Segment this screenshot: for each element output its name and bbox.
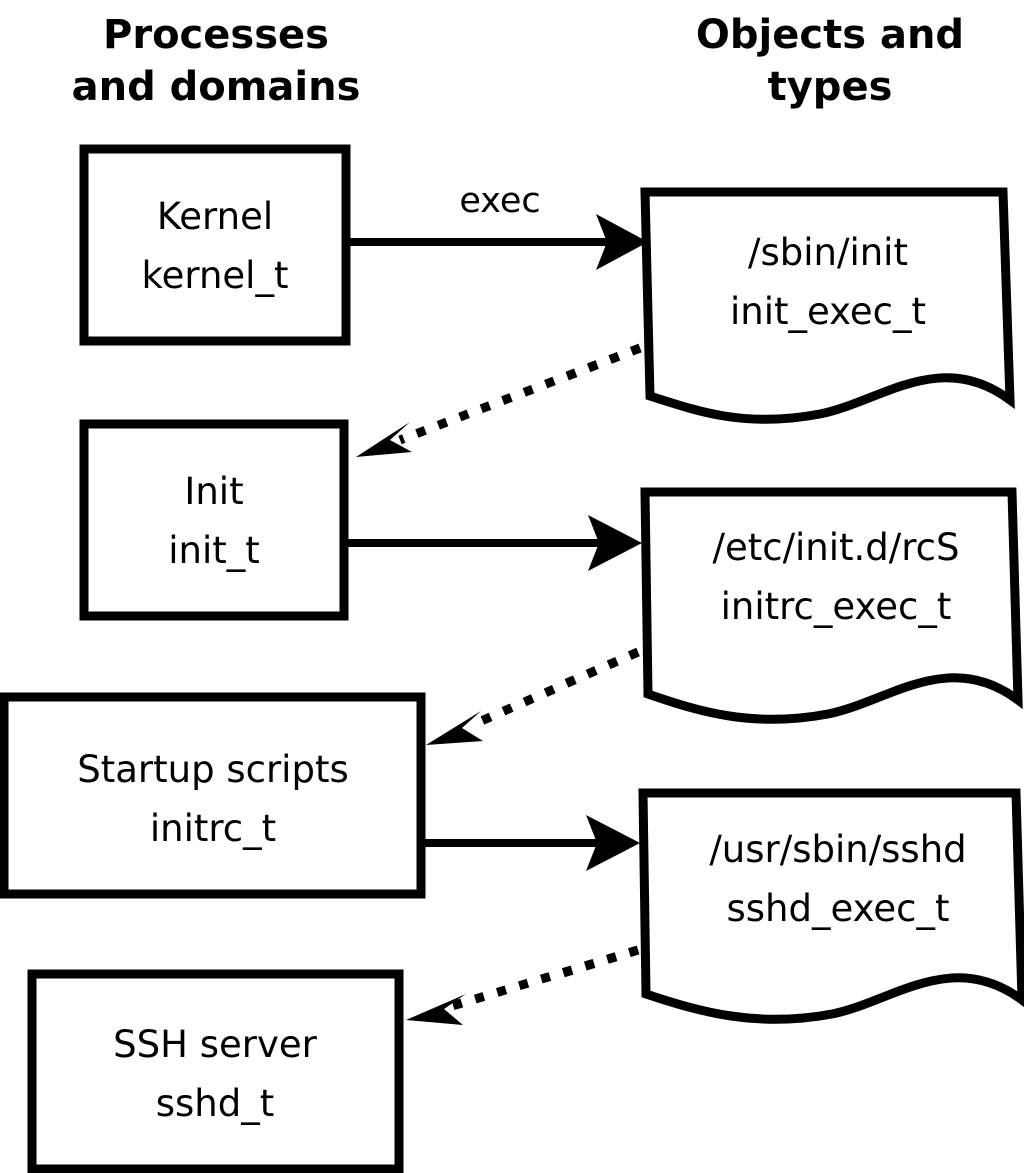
edge-init_exec-transition-init: [356, 343, 642, 457]
edge-label-exec: exec: [459, 181, 540, 221]
edge-overlay-initrc_exec: [558, 647, 640, 691]
edge-line-sshd_exec-to-sshd: [450, 945, 640, 1011]
arrowhead-kernel-to-init_exec: [596, 214, 648, 270]
object-node-initrc_exec-document-shape[interactable]: [640, 487, 1023, 724]
edge-overlay-sshd_exec: [558, 945, 640, 979]
process-node-sshd-line1: SSH server: [113, 1023, 317, 1066]
process-node-initrc[interactable]: Startup scripts initrc_t: [0, 692, 426, 899]
process-node-sshd-box[interactable]: [27, 969, 404, 1173]
column-header-processes: Processes and domains: [72, 12, 361, 110]
arrowhead-sshd_exec-to-sshd: [406, 994, 466, 1025]
object-node-sshd_exec-document-shape[interactable]: [638, 788, 1024, 1024]
process-node-init-line2: init_t: [168, 529, 260, 572]
column-header-processes-line1: Processes: [103, 12, 329, 58]
object-node-init_exec[interactable]: /sbin/init init_exec_t: [640, 187, 1015, 424]
arrowhead-init-to-initrc_exec: [588, 515, 642, 571]
process-node-sshd-line2: sshd_t: [156, 1082, 275, 1125]
object-node-sshd_exec-line1: /usr/sbin/sshd: [709, 828, 966, 871]
process-node-kernel[interactable]: Kernel kernel_t: [79, 144, 351, 346]
process-node-sshd[interactable]: SSH server sshd_t: [27, 969, 404, 1173]
process-node-init[interactable]: Init init_t: [79, 419, 349, 621]
object-node-init_exec-line1: /sbin/init: [748, 231, 908, 274]
column-header-objects-line1: Objects and: [696, 12, 964, 58]
object-node-sshd_exec-line2: sshd_exec_t: [727, 887, 950, 930]
object-node-init_exec-document-shape[interactable]: [640, 187, 1015, 424]
edge-overlay-init_exec: [558, 343, 642, 384]
process-node-kernel-line1: Kernel: [157, 195, 273, 238]
process-node-initrc-line1: Startup scripts: [77, 748, 348, 791]
arrowhead-initrc-to-sshd_exec: [586, 815, 640, 871]
process-node-initrc-line2: initrc_t: [150, 807, 276, 850]
object-node-sshd_exec[interactable]: /usr/sbin/sshd sshd_exec_t: [638, 788, 1024, 1024]
edge-overlay-group: [558, 343, 642, 979]
object-node-initrc_exec-line1: /etc/init.d/rcS: [712, 526, 959, 569]
edge-kernel-exec-init_exec: exec: [350, 181, 648, 270]
process-node-init-line1: Init: [184, 470, 243, 513]
process-node-initrc-box[interactable]: [0, 692, 426, 899]
process-node-kernel-line2: kernel_t: [142, 254, 289, 297]
column-header-objects-line2: types: [768, 64, 893, 110]
arrowhead-init_exec-to-init: [356, 422, 412, 457]
edge-initrc_exec-transition-initrc: [426, 647, 640, 745]
object-node-init_exec-line2: init_exec_t: [730, 290, 926, 333]
process-node-init-box[interactable]: [79, 419, 349, 621]
process-node-kernel-box[interactable]: [79, 144, 351, 346]
arrowhead-initrc_exec-to-initrc: [426, 711, 483, 745]
column-header-objects: Objects and types: [696, 12, 964, 110]
object-node-initrc_exec[interactable]: /etc/init.d/rcS initrc_exec_t: [640, 487, 1023, 724]
edge-line-init_exec-to-init: [398, 343, 642, 445]
column-header-processes-line2: and domains: [72, 64, 361, 110]
edge-init-exec-initrc_exec: [348, 515, 642, 571]
edge-initrc-exec-sshd_exec: [425, 815, 640, 871]
edge-sshd_exec-transition-sshd: [406, 945, 640, 1025]
object-node-initrc_exec-line2: initrc_exec_t: [721, 585, 952, 628]
